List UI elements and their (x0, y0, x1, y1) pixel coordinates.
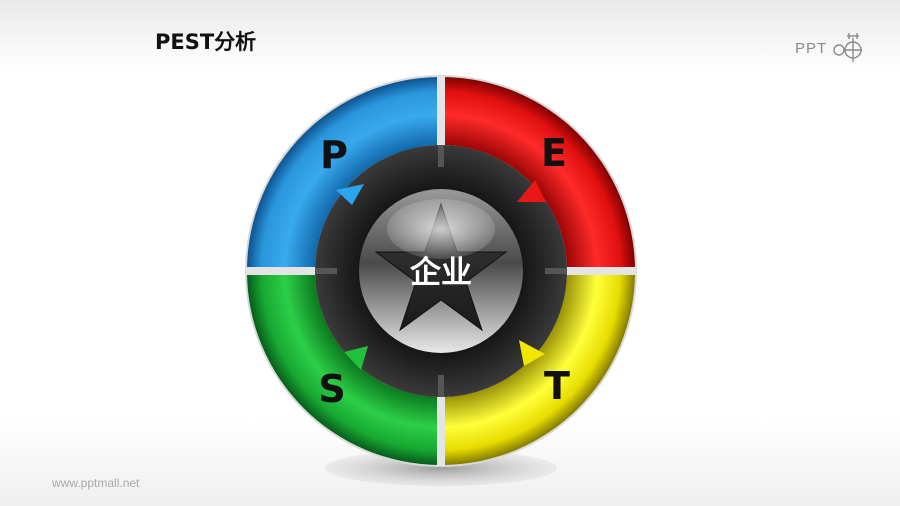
label-s: S (318, 367, 345, 411)
arrow-t (519, 340, 545, 366)
center-label: 企业 (410, 255, 472, 291)
brand-logo: PPT (795, 30, 875, 66)
arrow-s (344, 346, 368, 370)
inner-tick-bottom (438, 375, 444, 397)
floor-shadow (325, 450, 557, 486)
arrow-p (336, 184, 364, 205)
brand-text: PPT (795, 39, 828, 57)
inner-tick-right (545, 268, 567, 274)
center-ball-shine (387, 199, 495, 259)
segment-p (247, 77, 439, 269)
footer-url: www.pptmall.net (52, 476, 140, 490)
center-star-icon (374, 202, 508, 332)
ppt-mall-logo-icon (833, 33, 863, 62)
segment-t (443, 273, 635, 465)
segment-s (247, 273, 439, 465)
inner-tick-left (315, 268, 337, 274)
label-e: E (541, 131, 567, 175)
page-title: PEST分析 (155, 30, 257, 54)
arrow-e (517, 180, 546, 202)
inner-tick-top (438, 145, 444, 167)
label-p: P (320, 133, 348, 177)
label-t: T (544, 364, 570, 408)
segment-e (443, 77, 635, 269)
segment-separators (246, 76, 636, 466)
